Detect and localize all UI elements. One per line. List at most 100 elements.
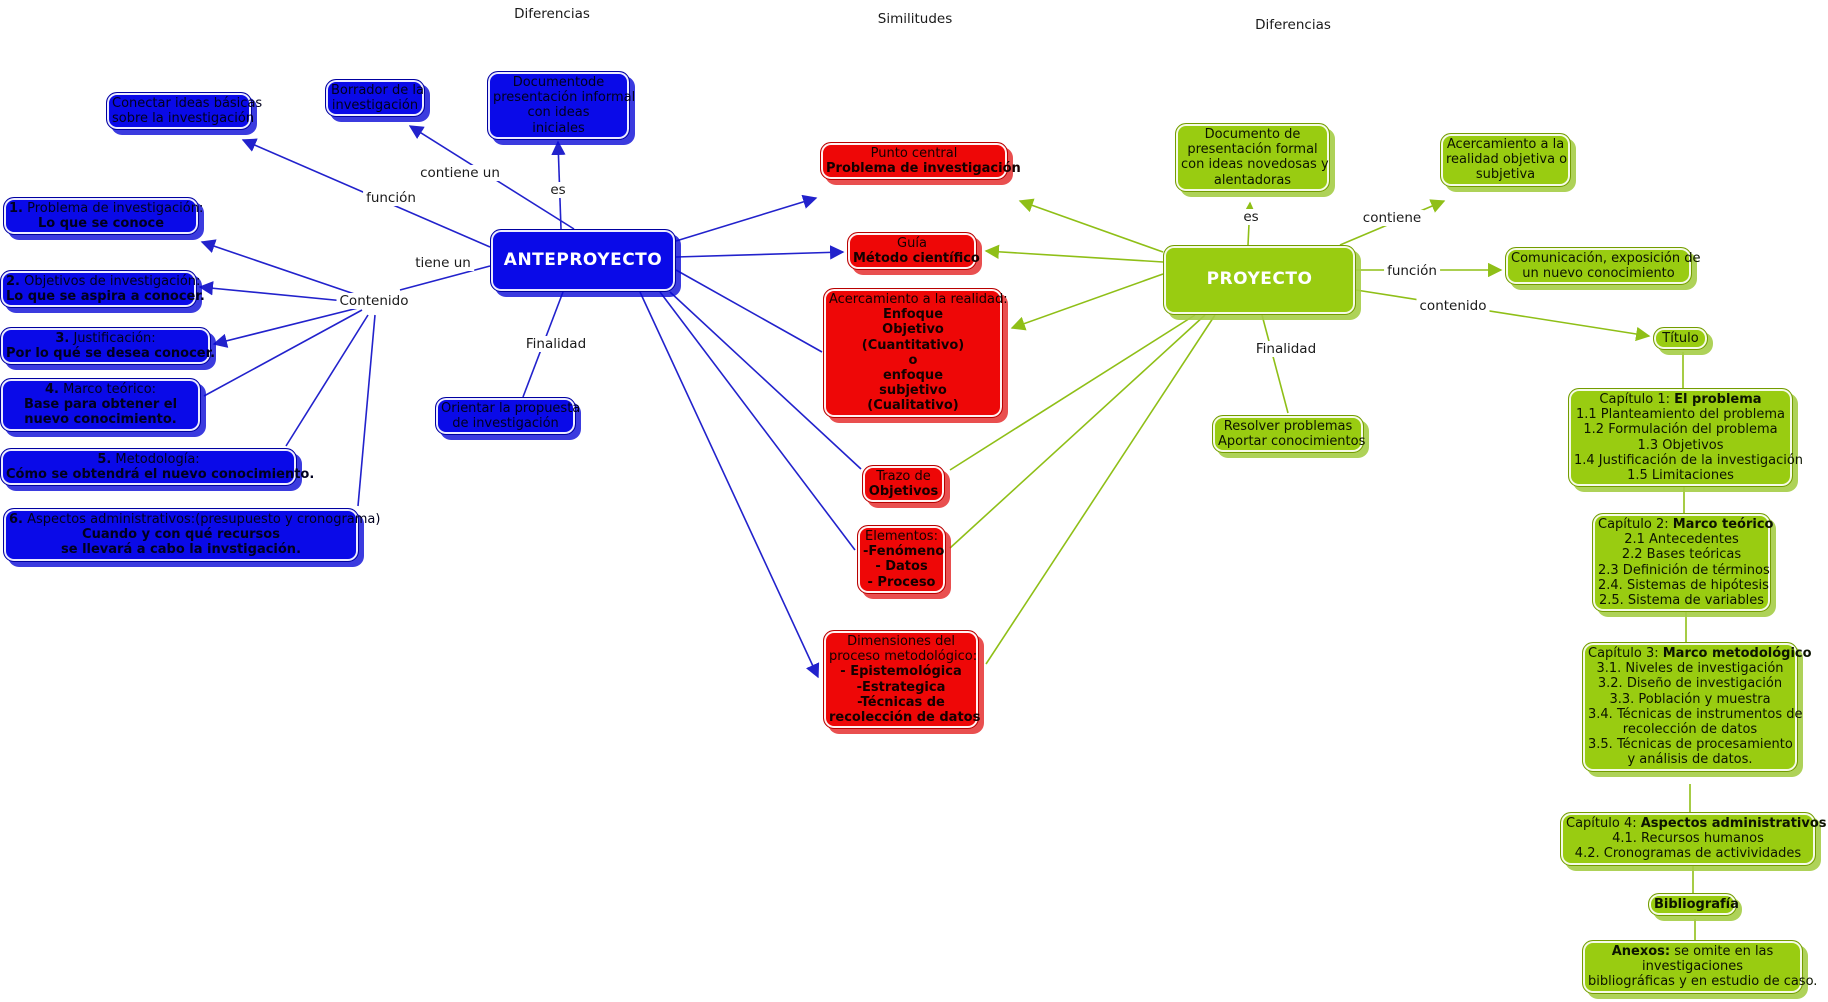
node-text: - Datos <box>875 559 928 575</box>
node-text: iniciales <box>532 120 585 136</box>
edge-label-es-left: es <box>547 182 569 198</box>
node-text: Marco teórico: <box>58 382 157 397</box>
node-text: con ideas <box>527 105 590 121</box>
node-text: Orientar la propuesta <box>441 401 581 416</box>
node-text: proceso metodológico: <box>829 649 978 665</box>
node-text: Objetivos <box>868 484 939 500</box>
node-n1[interactable]: 1. Problema de investigación:Lo que se c… <box>3 197 203 236</box>
node-n6[interactable]: 6. Aspectos administrativos:(presupuesto… <box>3 508 380 562</box>
node-biblio[interactable]: Bibliografía <box>1648 893 1739 917</box>
node-text: - Proceso <box>867 574 936 590</box>
node-text: 3. <box>55 331 70 346</box>
node-text: 1.1 Planteamiento del problema <box>1576 407 1785 423</box>
annotation-diferencias-left: Diferencias <box>514 6 590 22</box>
node-text: Base para obtener el <box>23 397 178 413</box>
edge-label-contenido-right: contenido <box>1416 298 1490 314</box>
connector-line <box>1010 273 1164 331</box>
node-text: Documento de <box>1204 127 1301 142</box>
node-text: con ideas novedosas y <box>1181 157 1329 173</box>
node-text: de investigación <box>452 416 559 432</box>
edge-label-contiene-un: contiene un <box>417 165 503 181</box>
connector-line <box>985 314 1216 665</box>
node-proyecto[interactable]: PROYECTO <box>1163 245 1356 315</box>
node-text: -Estrategica <box>856 679 946 695</box>
node-n5[interactable]: 5. Metodología:Cómo se obtendrá el nuevo… <box>0 448 314 487</box>
node-elementos[interactable]: Elementos:-Fenómeno- Datos- Proceso <box>857 525 946 594</box>
node-text: Capítulo 4: <box>1566 816 1641 831</box>
node-text: Bibliografía <box>1654 897 1739 912</box>
node-text: 3.2. Diseño de investigación <box>1597 676 1783 692</box>
connector-line <box>949 314 1196 471</box>
node-titulo[interactable]: Título <box>1653 327 1708 351</box>
node-text: 2.5. Sistema de variables <box>1598 593 1765 609</box>
node-text: 4. <box>44 382 59 397</box>
node-text: 1.2 Formulación del problema <box>1583 422 1778 438</box>
edge-label-tiene-un: tiene un <box>412 255 474 271</box>
node-text: 3.5. Técnicas de procesamiento <box>1588 737 1793 753</box>
connector-line <box>357 314 376 507</box>
edge-label-finalidad-left: Finalidad <box>522 336 590 352</box>
node-text: Objetivos de investigación: <box>19 274 201 289</box>
node-text: alentadoras <box>1213 172 1292 188</box>
node-text: investigaciones <box>1642 959 1743 975</box>
node-text: Documentode <box>512 75 605 90</box>
node-text: 2.2 Bases teóricas <box>1621 547 1742 563</box>
node-text: presentación formal <box>1187 142 1318 158</box>
node-text: Borrador de la <box>331 83 424 98</box>
node-text: ANTEPROYECTO <box>503 249 663 270</box>
node-text: Lo que se aspira a conocer. <box>6 289 205 305</box>
node-n3[interactable]: 3. Justificación:Por lo qué se desea con… <box>0 327 215 366</box>
node-text: sobre la investigación <box>112 111 255 127</box>
node-text: Lo que se conoce <box>37 216 165 232</box>
connector-line <box>669 291 862 470</box>
node-text: Marco teórico <box>1672 517 1774 532</box>
node-text: subjetivo <box>879 383 947 399</box>
node-text: Capítulo 1: <box>1599 392 1675 407</box>
node-text: 3.3. Población y muestra <box>1609 691 1771 707</box>
node-text: Anexos: <box>1611 944 1671 959</box>
edge-label-funcion-right: función <box>1384 263 1440 279</box>
node-n2[interactable]: 2. Objetivos de investigación:Lo que se … <box>0 270 205 309</box>
node-text: 2.4. Sistemas de hipótesis <box>1598 577 1769 593</box>
node-text: o <box>908 352 918 368</box>
node-text: Título <box>1662 331 1699 346</box>
node-anteproyecto[interactable]: ANTEPROYECTO <box>490 229 676 292</box>
node-text: presentación informal <box>493 90 636 106</box>
node-text: investigación <box>331 98 419 114</box>
node-text: subjetiva <box>1475 167 1536 183</box>
node-text: Elementos: <box>865 529 938 544</box>
node-text: Problema de investigación: <box>22 201 204 216</box>
connector-line <box>675 194 818 242</box>
node-text: Acercamiento a la <box>1446 137 1565 152</box>
node-text: - Epistemológica <box>840 664 962 680</box>
connector-line <box>200 239 373 301</box>
node-text: Metodología: <box>111 452 200 467</box>
connector-line <box>639 291 820 679</box>
node-text: (Cualitativo) <box>867 398 959 414</box>
connector-line <box>399 265 491 291</box>
edge-label-finalidad-right: Finalidad <box>1252 341 1320 357</box>
node-text: Trazo de <box>876 469 931 484</box>
node-text: realidad objetiva o <box>1446 152 1568 168</box>
node-text: 2. <box>6 274 20 289</box>
node-text: 2.1 Antecedentes <box>1624 532 1739 548</box>
